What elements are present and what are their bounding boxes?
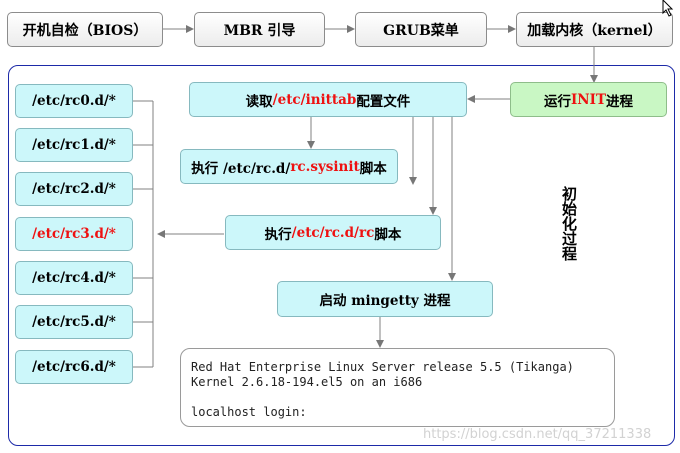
inittab-suffix: 配置文件: [356, 93, 411, 110]
init-prefix: 运行: [543, 93, 571, 110]
terminal-line-1: Red Hat Enterprise Linux Server release …: [191, 360, 574, 374]
grub-box: GRUB菜单: [355, 12, 487, 47]
runlevel-dir-rc0: /etc/rc0.d/*: [15, 84, 133, 118]
login-terminal: Red Hat Enterprise Linux Server release …: [180, 348, 615, 427]
init-process-box: 运行 INIT 进程: [510, 82, 667, 117]
runlevel-dir-rc3: /etc/rc3.d/*: [15, 217, 133, 251]
sysinit-prefix: 执行 /etc/rc.d/: [191, 160, 291, 177]
terminal-line-3: ​: [191, 390, 614, 405]
runlevel-dir-rc1: /etc/rc1.d/*: [15, 128, 133, 162]
init-suffix: 进程: [606, 93, 633, 110]
sysinit-suffix: 脚本: [359, 160, 387, 177]
start-mingetty-box: 启动 mingetty 进程: [277, 281, 493, 317]
init-process-frame: [8, 65, 675, 446]
init-process-label: 初始化过程: [560, 186, 578, 261]
sysinit-highlight: rc.sysinit: [290, 158, 360, 175]
mouse-cursor-icon: [662, 0, 674, 17]
inittab-prefix: 读取: [245, 93, 273, 110]
watermark: https://blog.csdn.net/qq_37211338: [423, 427, 652, 442]
run-sysinit-box: 执行 /etc/rc.d/rc.sysinit 脚本: [180, 149, 398, 184]
mbr-box: MBR 引导: [194, 12, 325, 47]
terminal-line-2: Kernel 2.6.18-194.el5 on an i686: [191, 375, 423, 389]
runlevel-dir-rc2: /etc/rc2.d/*: [15, 172, 133, 206]
inittab-highlight: /etc/inittab: [272, 91, 357, 108]
terminal-line-4: localhost login:: [191, 405, 307, 419]
runlevel-dir-rc6: /etc/rc6.d/*: [15, 350, 133, 384]
runlevel-dir-rc4: /etc/rc4.d/*: [15, 261, 133, 295]
kernel-box: 加载内核（kernel）: [516, 12, 673, 47]
runlevel-dir-rc5: /etc/rc5.d/*: [15, 305, 133, 339]
rc-suffix: 脚本: [374, 226, 402, 243]
rc-prefix: 执行: [264, 226, 292, 243]
bios-box: 开机自检（BIOS）: [7, 12, 163, 47]
init-highlight: INIT: [570, 91, 606, 108]
rc-highlight: /etc/rc.d/rc: [291, 224, 375, 241]
